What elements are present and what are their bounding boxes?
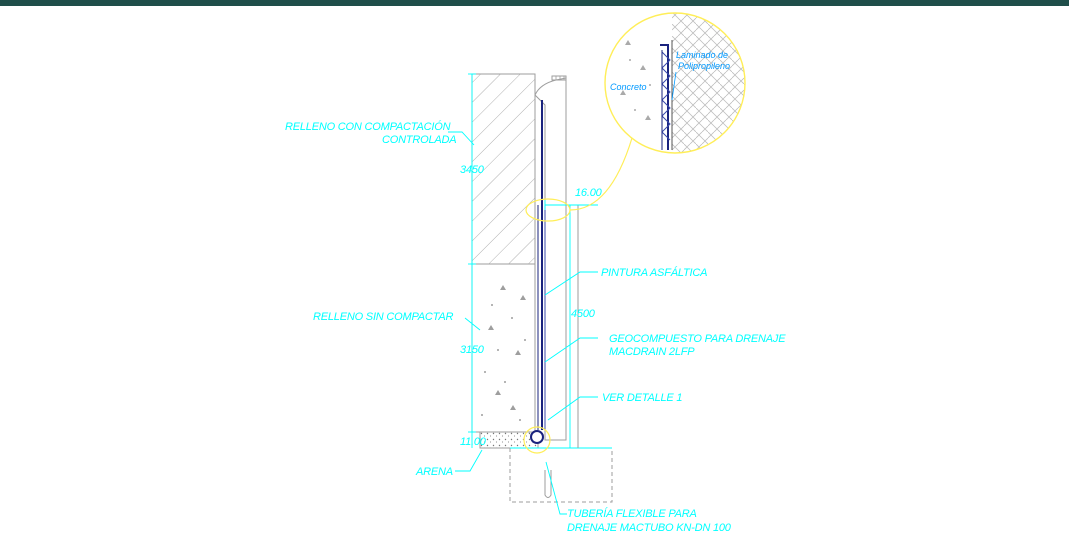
dimension-11: 11.00 xyxy=(460,436,487,448)
detail-bubble: Concreto Laminado de Polipropileno xyxy=(604,12,746,154)
detail-label-laminado-2: Polipropileno xyxy=(678,61,730,71)
label-pintura-asfaltica: PINTURA ASFÁLTICA xyxy=(601,266,707,279)
label-relleno-sin-compactar: RELLENO SIN COMPACTAR xyxy=(313,311,454,323)
dimension-4500: 4500 xyxy=(571,308,596,320)
label-arena: ARENA xyxy=(415,466,453,478)
detail-label-concreto: Concreto xyxy=(610,82,647,92)
label-geocompuesto-2: MACDRAIN 2LFP xyxy=(609,346,695,358)
sand-bed xyxy=(479,431,539,449)
detail-callout xyxy=(523,137,633,454)
drainage-geocomposite xyxy=(537,100,546,430)
header-bar xyxy=(0,0,1069,6)
uncompacted-backfill-zone xyxy=(471,263,536,433)
label-ver-detalle: VER DETALLE 1 xyxy=(602,392,682,404)
leader-lines xyxy=(448,131,598,515)
detail-label-laminado-1: Laminado de xyxy=(676,50,728,60)
label-geocompuesto-1: GEOCOMPUESTO PARA DRENAJE xyxy=(609,333,786,345)
label-tuberia-1: TUBERÍA FLEXIBLE PARA xyxy=(567,507,697,520)
label-tuberia-2: DRENAJE MACTUBO KN-DN 100 xyxy=(567,522,732,534)
dimension-16: 16.00 xyxy=(575,187,603,199)
label-relleno-compactado-2: CONTROLADA xyxy=(382,134,456,146)
dimension-3150: 3150 xyxy=(460,344,485,356)
dimension-3450: 3450 xyxy=(460,164,485,176)
drain-pipe xyxy=(530,430,544,444)
label-relleno-compactado-1: RELLENO CON COMPACTACIÓN xyxy=(285,120,451,133)
concrete-wall xyxy=(534,75,567,441)
